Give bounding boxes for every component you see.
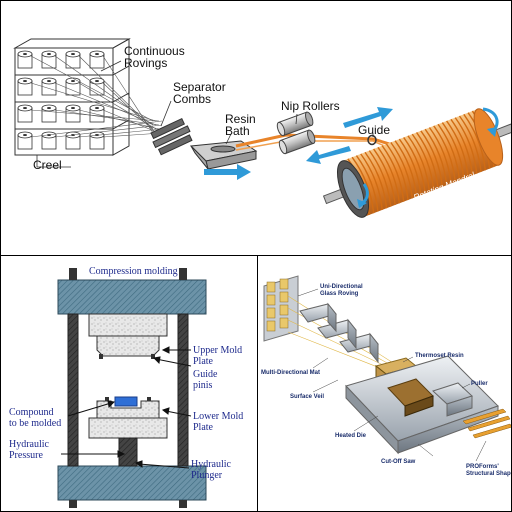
separator-combs-label: Separator Combs	[173, 80, 226, 106]
arrow-right-upper	[343, 107, 393, 128]
surface-veil-label: Surface Veil	[290, 394, 325, 400]
spool	[89, 104, 105, 123]
roving-fibers	[30, 55, 163, 138]
tie-rod-right	[177, 313, 189, 467]
roving-spool	[279, 304, 289, 316]
spool	[41, 77, 57, 96]
direction-arrows	[204, 107, 393, 180]
rotating-mandrel	[322, 108, 511, 218]
filament-winding-panel: Continuous Rovings Separator Combs Resin…	[0, 0, 512, 256]
spool	[65, 77, 81, 96]
uni-directional-label: Uni-Directional Glass Roving	[320, 284, 363, 297]
spool	[17, 104, 33, 123]
spool	[41, 104, 57, 123]
cut-off-saw-label: Cut-Off Saw	[381, 459, 416, 465]
hydraulic-pressure-label: Hydraulic Pressure	[9, 439, 49, 461]
compression-molding-diagram	[57, 268, 207, 508]
label-arrows	[61, 346, 192, 469]
spool	[41, 50, 57, 69]
filament-winding-diagram	[13, 38, 511, 218]
lower-mold-plate-label: Lower Mold Plate	[193, 411, 244, 433]
structural-shapes	[462, 408, 511, 439]
guide-pin-right	[151, 354, 155, 359]
puller-unit	[432, 382, 473, 417]
guide-pins-label: Guide pinis	[193, 369, 218, 391]
spool	[17, 131, 33, 150]
spool	[65, 50, 81, 69]
roving-spool	[266, 307, 276, 319]
label-leaders	[297, 288, 487, 462]
bottom-platen	[57, 465, 207, 501]
spool	[65, 104, 81, 123]
spool	[17, 50, 33, 69]
arrow-right-lower	[204, 164, 251, 180]
glass-fibers	[287, 295, 399, 376]
separator-combs	[150, 117, 193, 156]
guide-eye	[367, 134, 377, 146]
roving-spool	[279, 278, 289, 290]
multi-directional-mat-label: Multi-Directional Mat	[261, 370, 321, 376]
mat-guides	[299, 302, 379, 364]
roving-spool	[279, 317, 289, 329]
spool	[17, 77, 33, 96]
guide-label: Guide	[358, 123, 391, 137]
roving-spool	[279, 291, 289, 303]
spool	[89, 50, 105, 69]
lower-mold-base	[88, 417, 168, 439]
pultrusion-diagram	[263, 275, 511, 462]
upper-mold-plate	[96, 335, 160, 357]
hydraulic-plunger-label: Hydraulic Plunger	[191, 459, 231, 481]
roving-spool	[266, 320, 276, 332]
guide-pin-left	[99, 354, 103, 359]
hydraulic-plunger	[118, 437, 138, 467]
tie-rod-left	[67, 313, 79, 467]
thermoset-resin-label: Thermoset Resin	[415, 353, 464, 359]
spool	[89, 77, 105, 96]
top-platen	[57, 279, 207, 315]
heated-die-label: Heated Die	[335, 433, 367, 439]
continuous-rovings-label: Continuous Rovings	[124, 44, 185, 70]
pultrusion-panel: Uni-Directional Glass Roving Thermoset R…	[257, 255, 512, 512]
heated-die	[387, 378, 434, 417]
compound-label: Compound to be molded	[9, 407, 62, 429]
roving-creel	[263, 275, 299, 342]
roving-spool	[266, 281, 276, 293]
leader-lines	[36, 60, 374, 168]
arrow-left	[306, 146, 351, 164]
compression-molding-title: Compression molding	[89, 266, 178, 277]
proforms-label: PROForms' Structural Shapes	[466, 464, 511, 477]
upper-mold-base	[88, 313, 168, 337]
compound-to-be-molded	[114, 396, 138, 407]
creel-label: Creel	[33, 158, 62, 172]
creel-spools	[17, 50, 105, 150]
nip-rollers-label: Nip Rollers	[281, 99, 340, 113]
roving-spool	[266, 294, 276, 306]
puller-label: Puller	[471, 381, 488, 387]
spool	[41, 131, 57, 150]
upper-mold-plate-label: Upper Mold Plate	[193, 345, 243, 367]
resin-bath-label: Resin Bath	[225, 112, 256, 138]
compression-molding-panel: Compression molding Upper Mold Plate Gui…	[0, 255, 258, 512]
nip-rollers	[276, 111, 316, 155]
